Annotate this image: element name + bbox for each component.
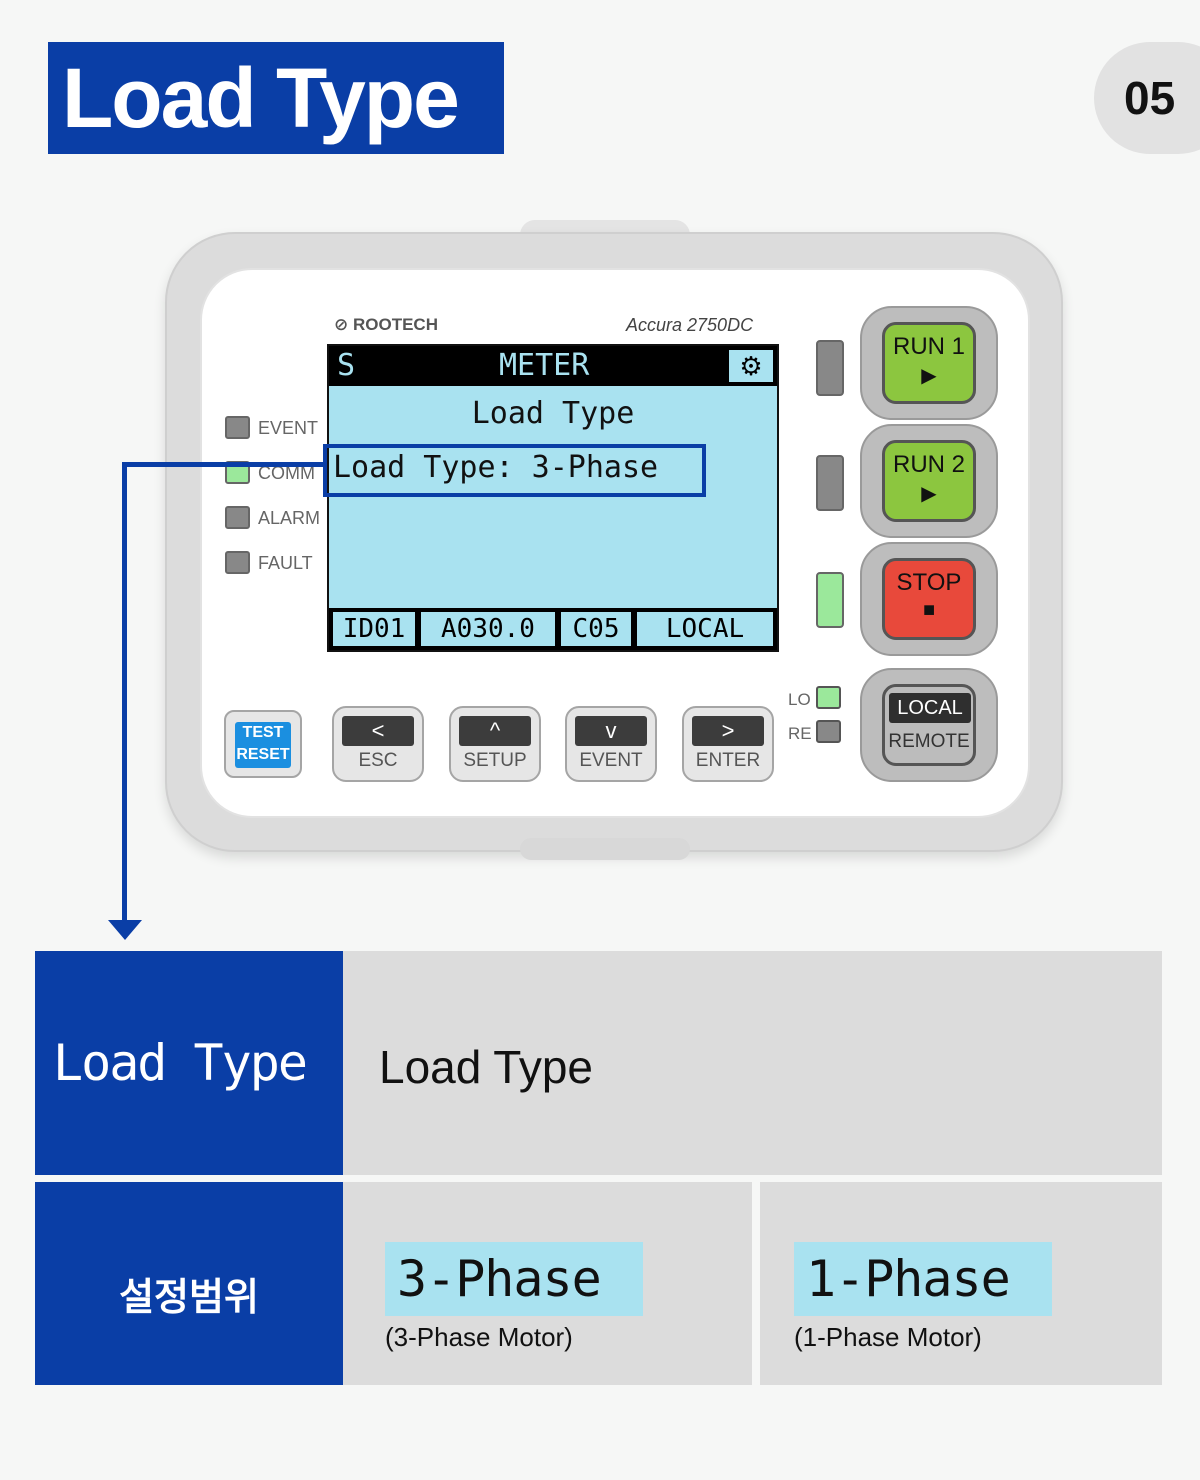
device-mount-tab-bottom [520, 838, 690, 860]
run1-indicator-led [816, 340, 844, 396]
alarm-led-label: ALARM [258, 508, 321, 528]
parameter-description: Load Type [379, 1041, 594, 1093]
chevron-up-icon: ^ [459, 716, 531, 746]
table-row1-header: Load Type [35, 951, 343, 1175]
setting-highlight-box [323, 444, 706, 497]
page-number-badge: 05 [1094, 42, 1200, 154]
lcd-title-bar: S METER ⚙ [329, 346, 777, 386]
run2-button[interactable]: RUN 2 ▶ [860, 424, 998, 538]
settings-icon: ⚙ [729, 350, 773, 382]
lo-led [816, 686, 841, 709]
option-cell-1-phase: 1-Phase (1-Phase Motor) [760, 1182, 1162, 1385]
enter-button[interactable]: > ENTER [682, 706, 774, 782]
stop-square-icon: ■ [922, 599, 936, 621]
stop-indicator-led [816, 572, 844, 628]
chevron-right-icon: > [692, 716, 764, 746]
alarm-led [225, 506, 250, 529]
local-remote-button[interactable]: LOCAL REMOTE [860, 668, 998, 782]
lcd-mode-indicator: S [337, 348, 356, 383]
option-description: (1-Phase Motor) [794, 1322, 982, 1352]
run2-button-face: RUN 2 ▶ [882, 440, 976, 522]
lcd-screen-title: METER [499, 348, 590, 383]
local-remote-button-face: LOCAL REMOTE [882, 684, 976, 766]
test-reset-button[interactable]: TEST RESET [224, 710, 302, 778]
stop-button-face: STOP ■ [882, 558, 976, 640]
event-button[interactable]: v EVENT [565, 706, 657, 782]
model-name: Accura 2750DC [626, 315, 754, 335]
lcd-status-id: ID01 [333, 612, 415, 646]
event-led [225, 416, 250, 439]
chevron-down-icon: v [575, 716, 647, 746]
fault-led [225, 551, 250, 574]
lcd-status-bar: ID01 A030.0 C05 LOCAL [329, 608, 777, 650]
lcd-screen: S METER ⚙ Load Type Load Type: 3-Phase I… [327, 344, 779, 652]
lcd-name-label: Load Type [53, 1034, 308, 1092]
lcd-status-mode: LOCAL [637, 612, 773, 646]
re-led-label: RE [788, 724, 812, 743]
lcd-setting-line: Load Type: 3-Phase [333, 450, 659, 485]
setup-button[interactable]: ^ SETUP [449, 706, 541, 782]
table-row2-header: 설정범위 [35, 1182, 343, 1385]
option-value-chip: 1-Phase [794, 1242, 1052, 1316]
lcd-status-current: A030.0 [421, 612, 555, 646]
callout-line-horizontal [122, 462, 325, 467]
brand-logo: ⊘ ROOTECH [334, 315, 438, 334]
fault-led-label: FAULT [258, 553, 313, 573]
play-icon: ▶ [921, 365, 937, 387]
run1-button[interactable]: RUN 1 ▶ [860, 306, 998, 420]
arrow-down-icon [108, 920, 142, 940]
table-row1-body: Load Type [343, 951, 1162, 1175]
event-led-label: EVENT [258, 418, 319, 438]
setting-range-label: 설정범위 [119, 1277, 259, 1319]
lcd-status-channel: C05 [561, 612, 631, 646]
page-title: Load Type [62, 51, 460, 145]
stop-button[interactable]: STOP ■ [860, 542, 998, 656]
option-value-chip: 3-Phase [385, 1242, 643, 1316]
option-description: (3-Phase Motor) [385, 1322, 573, 1352]
page-title-box: Load Type [48, 42, 504, 154]
run2-indicator-led [816, 455, 844, 511]
chevron-left-icon: < [342, 716, 414, 746]
play-icon: ▶ [921, 483, 937, 505]
run1-button-face: RUN 1 ▶ [882, 322, 976, 404]
esc-button[interactable]: < ESC [332, 706, 424, 782]
re-led [816, 720, 841, 743]
comm-led-label: COMM [258, 463, 315, 483]
callout-line-vertical [122, 462, 127, 924]
page-number: 05 [1124, 72, 1176, 124]
lcd-heading: Load Type [471, 396, 635, 431]
option-cell-3-phase: 3-Phase (3-Phase Motor) [343, 1182, 752, 1385]
lo-led-label: LO [788, 690, 811, 709]
